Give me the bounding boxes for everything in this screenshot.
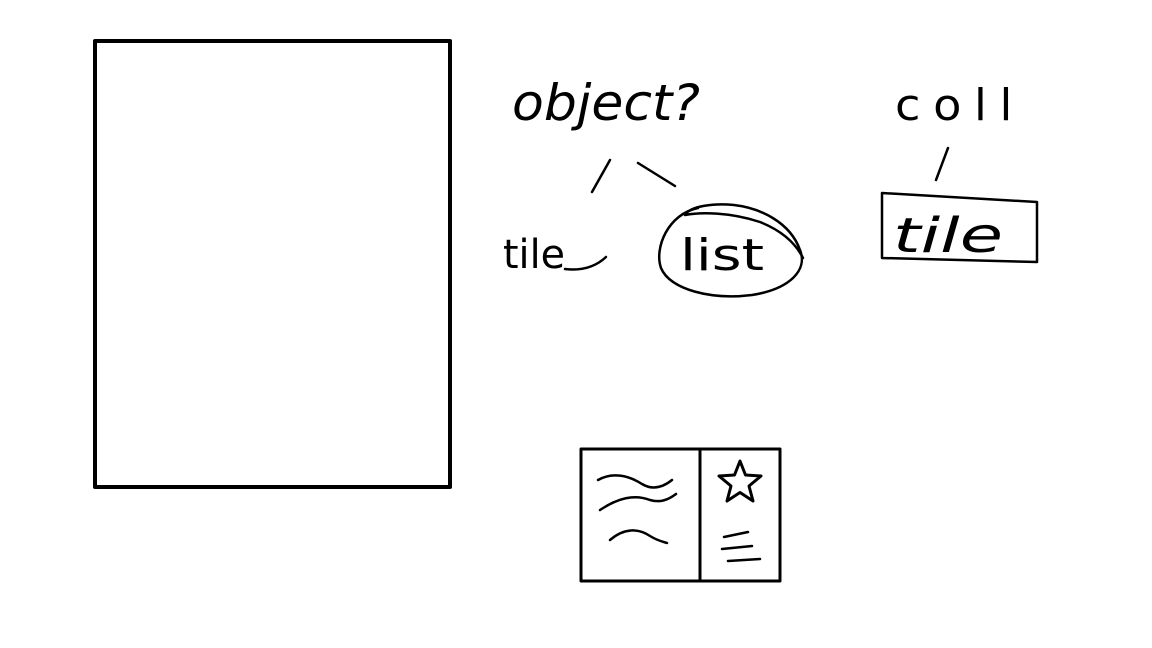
detail-line-3: [726, 557, 762, 563]
detail-line-2: [720, 544, 754, 551]
left-child-node: tile: [503, 232, 608, 278]
card-frame: [579, 447, 782, 583]
left-branch-line: [590, 158, 612, 194]
coll-child-label: tile: [893, 208, 1003, 264]
text-placeholder-line-3: [608, 529, 669, 545]
coll-node-label: coll: [895, 80, 1025, 131]
star-icon: [717, 459, 763, 503]
card-right-pane: [717, 459, 763, 563]
detail-line-1: [722, 530, 750, 539]
card-mockup: [579, 447, 782, 583]
blank-rectangle: [93, 39, 452, 489]
left-child-label: tile: [503, 232, 565, 278]
text-placeholder-line-2: [598, 492, 678, 512]
tile-highlight-box: [880, 191, 1039, 264]
right-child-label: list: [680, 230, 764, 281]
coll-child-node: tile: [880, 191, 1039, 264]
card-left-pane: [596, 474, 678, 545]
text-placeholder-line-1: [596, 474, 674, 489]
object-tree: object? tile list: [503, 74, 805, 298]
right-branch-line: [636, 161, 677, 188]
root-node-label: object?: [512, 74, 700, 132]
coll-tree: coll tile: [880, 80, 1039, 264]
right-child-node: list: [658, 203, 805, 298]
list-highlight-circle-icon: [658, 203, 805, 298]
left-child-tail-stroke: [563, 255, 608, 271]
coll-branch-line: [934, 146, 950, 182]
